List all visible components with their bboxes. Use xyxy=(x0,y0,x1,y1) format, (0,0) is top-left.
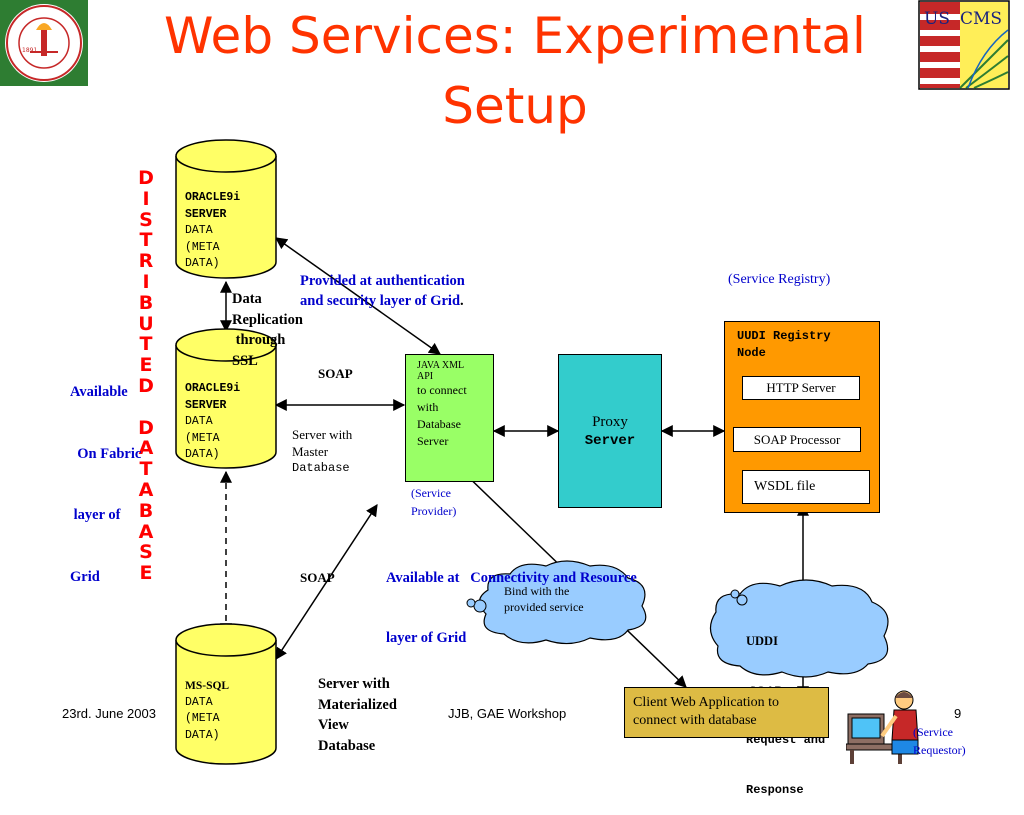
svg-text:1891: 1891 xyxy=(22,47,37,54)
http-server-box: HTTP Server xyxy=(742,376,860,400)
wsdl-file-box: WSDL file xyxy=(742,470,870,504)
svg-text:US: US xyxy=(924,9,950,29)
slide-title-line1: Web Services: Experimental xyxy=(164,7,866,65)
vertical-letter: A xyxy=(138,437,154,460)
soap-arrow-bottom xyxy=(275,503,378,661)
vertical-letter: T xyxy=(139,458,153,481)
soap-label-bottom: SOAP xyxy=(300,570,335,585)
vertical-letter: T xyxy=(139,333,153,356)
vertical-letter: D xyxy=(138,416,154,439)
vertical-letter: B xyxy=(138,499,154,522)
vertical-letter: A xyxy=(138,478,154,501)
oracle-top-cylinder xyxy=(175,139,277,279)
vertical-letter: D xyxy=(138,374,154,397)
caltech-logo: 1891 xyxy=(0,0,88,86)
slide-title-line2: Setup xyxy=(442,77,588,135)
vertical-letter: I xyxy=(142,270,150,293)
mssql-cylinder xyxy=(175,623,277,765)
provided-auth-label: Provided at authentication and security … xyxy=(300,273,465,309)
vertical-letter: S xyxy=(139,541,153,564)
client-web-app-box: Client Web Application to connect with d… xyxy=(624,687,829,738)
vertical-letter: R xyxy=(138,250,154,273)
service-registry-label: (Service Registry) xyxy=(728,272,831,287)
vertical-letter: D xyxy=(138,167,154,189)
vertical-letter: I xyxy=(142,187,150,210)
data-replication-label: Data Replication through SSL xyxy=(232,291,303,369)
vertical-letter: E xyxy=(139,354,153,377)
auth-arrow xyxy=(275,237,441,355)
service-requestor-label: (Service Requestor) xyxy=(913,725,966,757)
diagram-connectors xyxy=(175,139,889,765)
proxy-server-box: Proxy Server xyxy=(558,354,662,508)
uddi-cloud xyxy=(709,579,889,678)
oracle-mid-cylinder xyxy=(175,328,277,469)
mssql-text: MS-SQL DATA (META DATA) xyxy=(185,680,230,742)
vertical-letter: S xyxy=(139,208,153,231)
svg-text:CMS: CMS xyxy=(960,9,1002,29)
server-materialized-label: Server with Materialized View Database xyxy=(318,676,397,754)
soap-label-top: SOAP xyxy=(318,366,353,381)
footer-date: 23rd. June 2003 xyxy=(62,706,156,721)
us-cms-logo: US CMS xyxy=(918,0,1010,90)
soap-processor-box: SOAP Processor xyxy=(733,427,861,452)
vertical-letter: E xyxy=(139,562,153,585)
service-provider-label: (Service Provider) xyxy=(411,486,457,518)
oracle-mid-text: ORACLE9i SERVER DATA (META DATA) xyxy=(185,382,241,461)
footer-workshop: JJB, GAE Workshop xyxy=(448,706,567,721)
vertical-letter: A xyxy=(138,520,154,543)
vertical-letter: B xyxy=(138,291,154,314)
vertical-letter: U xyxy=(138,312,154,335)
uddi-registry-title: UUDI Registry Node xyxy=(737,329,831,360)
bind-cloud xyxy=(466,560,647,645)
person-at-computer-icon xyxy=(846,690,919,764)
footer-page-number: 9 xyxy=(954,706,962,721)
bind-cloud-text: Bind with the provided service xyxy=(504,584,584,614)
java-xml-api-box: JAVA XML API to connect with Database Se… xyxy=(405,354,494,482)
oracle-top-text: ORACLE9i SERVER DATA (META DATA) xyxy=(185,191,241,270)
server-with-master-label: Server with Master Database xyxy=(292,427,353,475)
available-fabric-label: Available On Fabric layer of Grid xyxy=(70,384,142,585)
vertical-letter: T xyxy=(139,229,153,252)
available-connectivity-label: Available at Connectivity and Resource l… xyxy=(386,570,637,646)
